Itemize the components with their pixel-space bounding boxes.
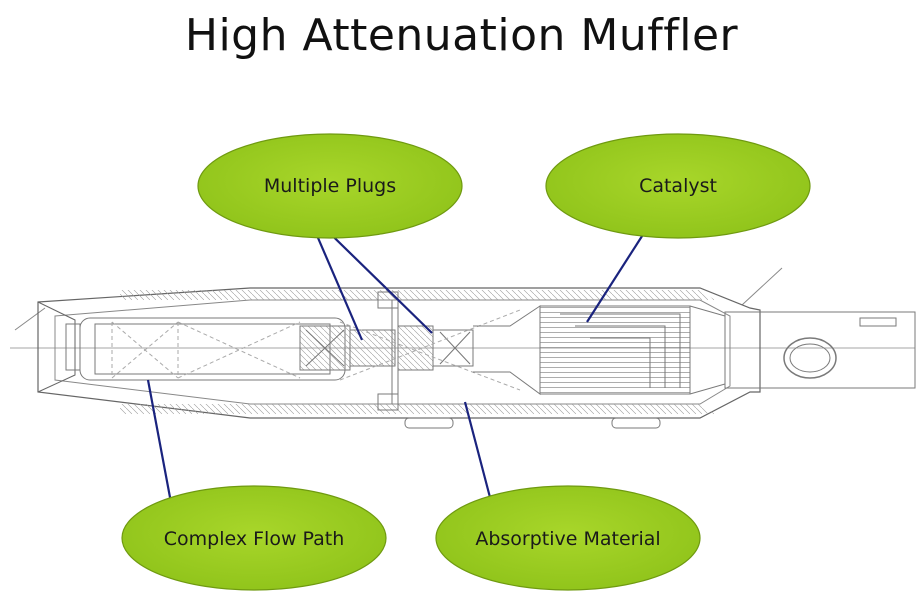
callout-absorptive-material-label: Absorptive Material	[475, 528, 660, 550]
muffler-drawing	[10, 267, 916, 429]
callout-catalyst-label: Catalyst	[639, 175, 717, 197]
leader-absorptive	[463, 401, 494, 506]
leader-flow-path	[146, 379, 174, 509]
callout-absorptive-material: Absorptive Material	[435, 485, 701, 591]
callout-complex-flow-path: Complex Flow Path	[121, 485, 387, 591]
callout-catalyst: Catalyst	[545, 133, 811, 239]
callout-multiple-plugs: Multiple Plugs	[197, 133, 463, 239]
callout-multiple-plugs-label: Multiple Plugs	[264, 175, 396, 197]
diagram-title: High Attenuation Muffler	[184, 10, 739, 61]
callout-complex-flow-path-label: Complex Flow Path	[164, 528, 345, 550]
